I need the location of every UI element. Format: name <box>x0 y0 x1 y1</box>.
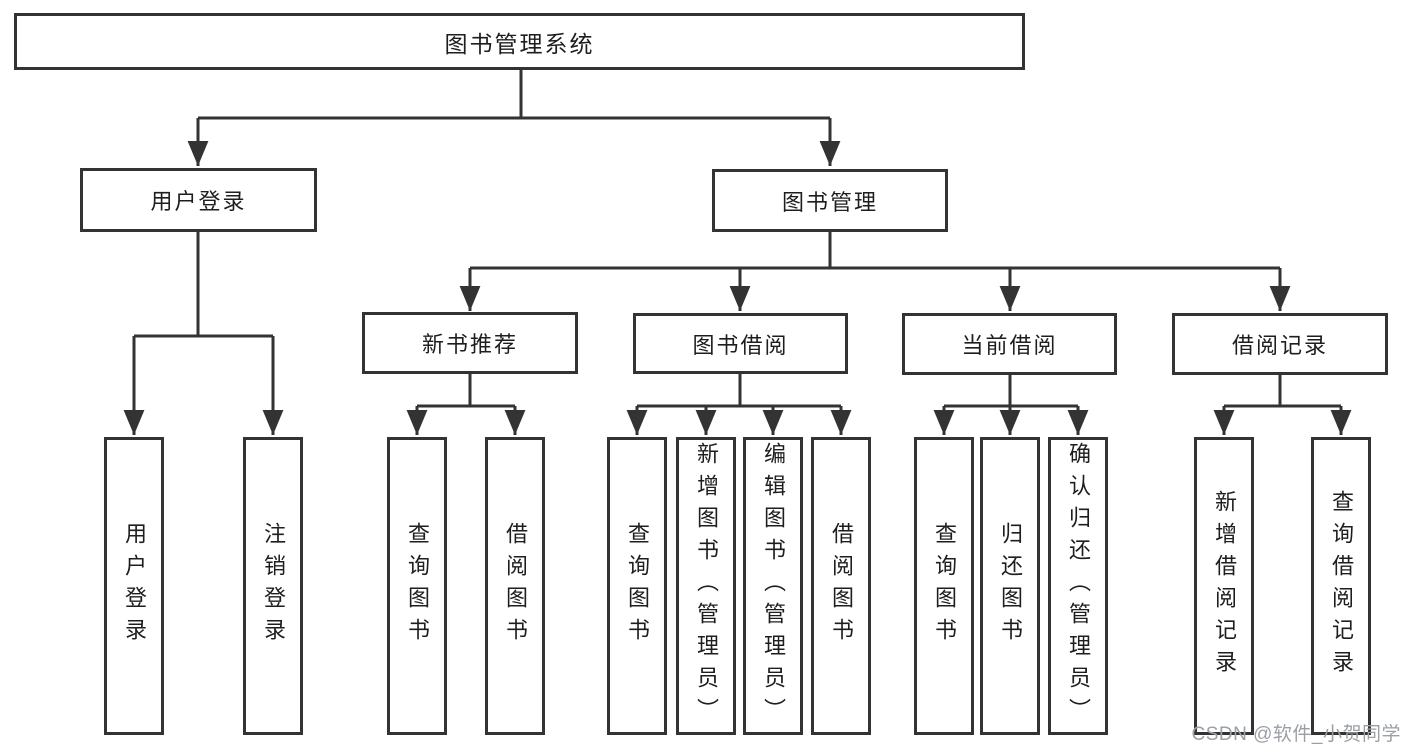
leaf-logout: 注销登录 <box>243 437 303 735</box>
node-book-borrow: 图书借阅 <box>633 313 848 374</box>
csdn-watermark: CSDN @软件_小贺同学 <box>1191 724 1401 745</box>
node-label: 确认归还（管理员） <box>1066 442 1091 730</box>
leaf-add-books-admin: 新增图书（管理员） <box>676 437 736 735</box>
node-label: 用户登录 <box>122 522 147 650</box>
leaf-query-books: 查询图书 <box>387 437 447 735</box>
node-label: 注销登录 <box>261 522 286 650</box>
leaf-return-books: 归还图书 <box>980 437 1040 735</box>
leaf-query-books: 查询图书 <box>607 437 667 735</box>
node-label: 图书管理 <box>781 189 878 215</box>
leaf-add-borrow-record: 新增借阅记录 <box>1194 437 1254 735</box>
node-label: 用户登录 <box>150 189 247 214</box>
leaf-edit-books-admin: 编辑图书（管理员） <box>743 437 803 735</box>
node-label: 借阅图书 <box>503 522 528 650</box>
node-current-borrow: 当前借阅 <box>902 313 1117 375</box>
node-label: 查询借阅记录 <box>1329 490 1354 682</box>
node-label: 当前借阅 <box>961 333 1058 358</box>
node-book-management: 图书管理 <box>712 169 948 232</box>
node-label: 新书推荐 <box>421 332 518 357</box>
node-label: 借阅记录 <box>1231 333 1328 358</box>
node-label: 新增图书（管理员） <box>694 442 719 730</box>
node-label: 编辑图书（管理员） <box>761 442 786 730</box>
node-borrow-records: 借阅记录 <box>1172 313 1388 375</box>
node-label: 新增借阅记录 <box>1212 490 1237 682</box>
node-label: 查询图书 <box>932 522 957 650</box>
node-label: 图书借阅 <box>692 332 789 358</box>
node-label: 查询图书 <box>625 522 650 650</box>
leaf-borrow-books: 借阅图书 <box>485 437 545 735</box>
node-user-login: 用户登录 <box>80 168 317 232</box>
leaf-confirm-return-admin: 确认归还（管理员） <box>1048 437 1108 735</box>
node-label: 借阅图书 <box>829 522 854 650</box>
node-label: 归还图书 <box>998 522 1023 650</box>
leaf-borrow-books: 借阅图书 <box>811 437 871 735</box>
node-label: 图书管理系统 <box>444 30 595 57</box>
node-library-management-system: 图书管理系统 <box>14 13 1025 70</box>
node-new-book-recommend: 新书推荐 <box>362 312 578 374</box>
leaf-query-borrow-record: 查询借阅记录 <box>1311 437 1371 735</box>
leaf-query-books: 查询图书 <box>914 437 974 735</box>
node-label: 查询图书 <box>405 522 430 650</box>
leaf-user-login: 用户登录 <box>104 437 164 735</box>
